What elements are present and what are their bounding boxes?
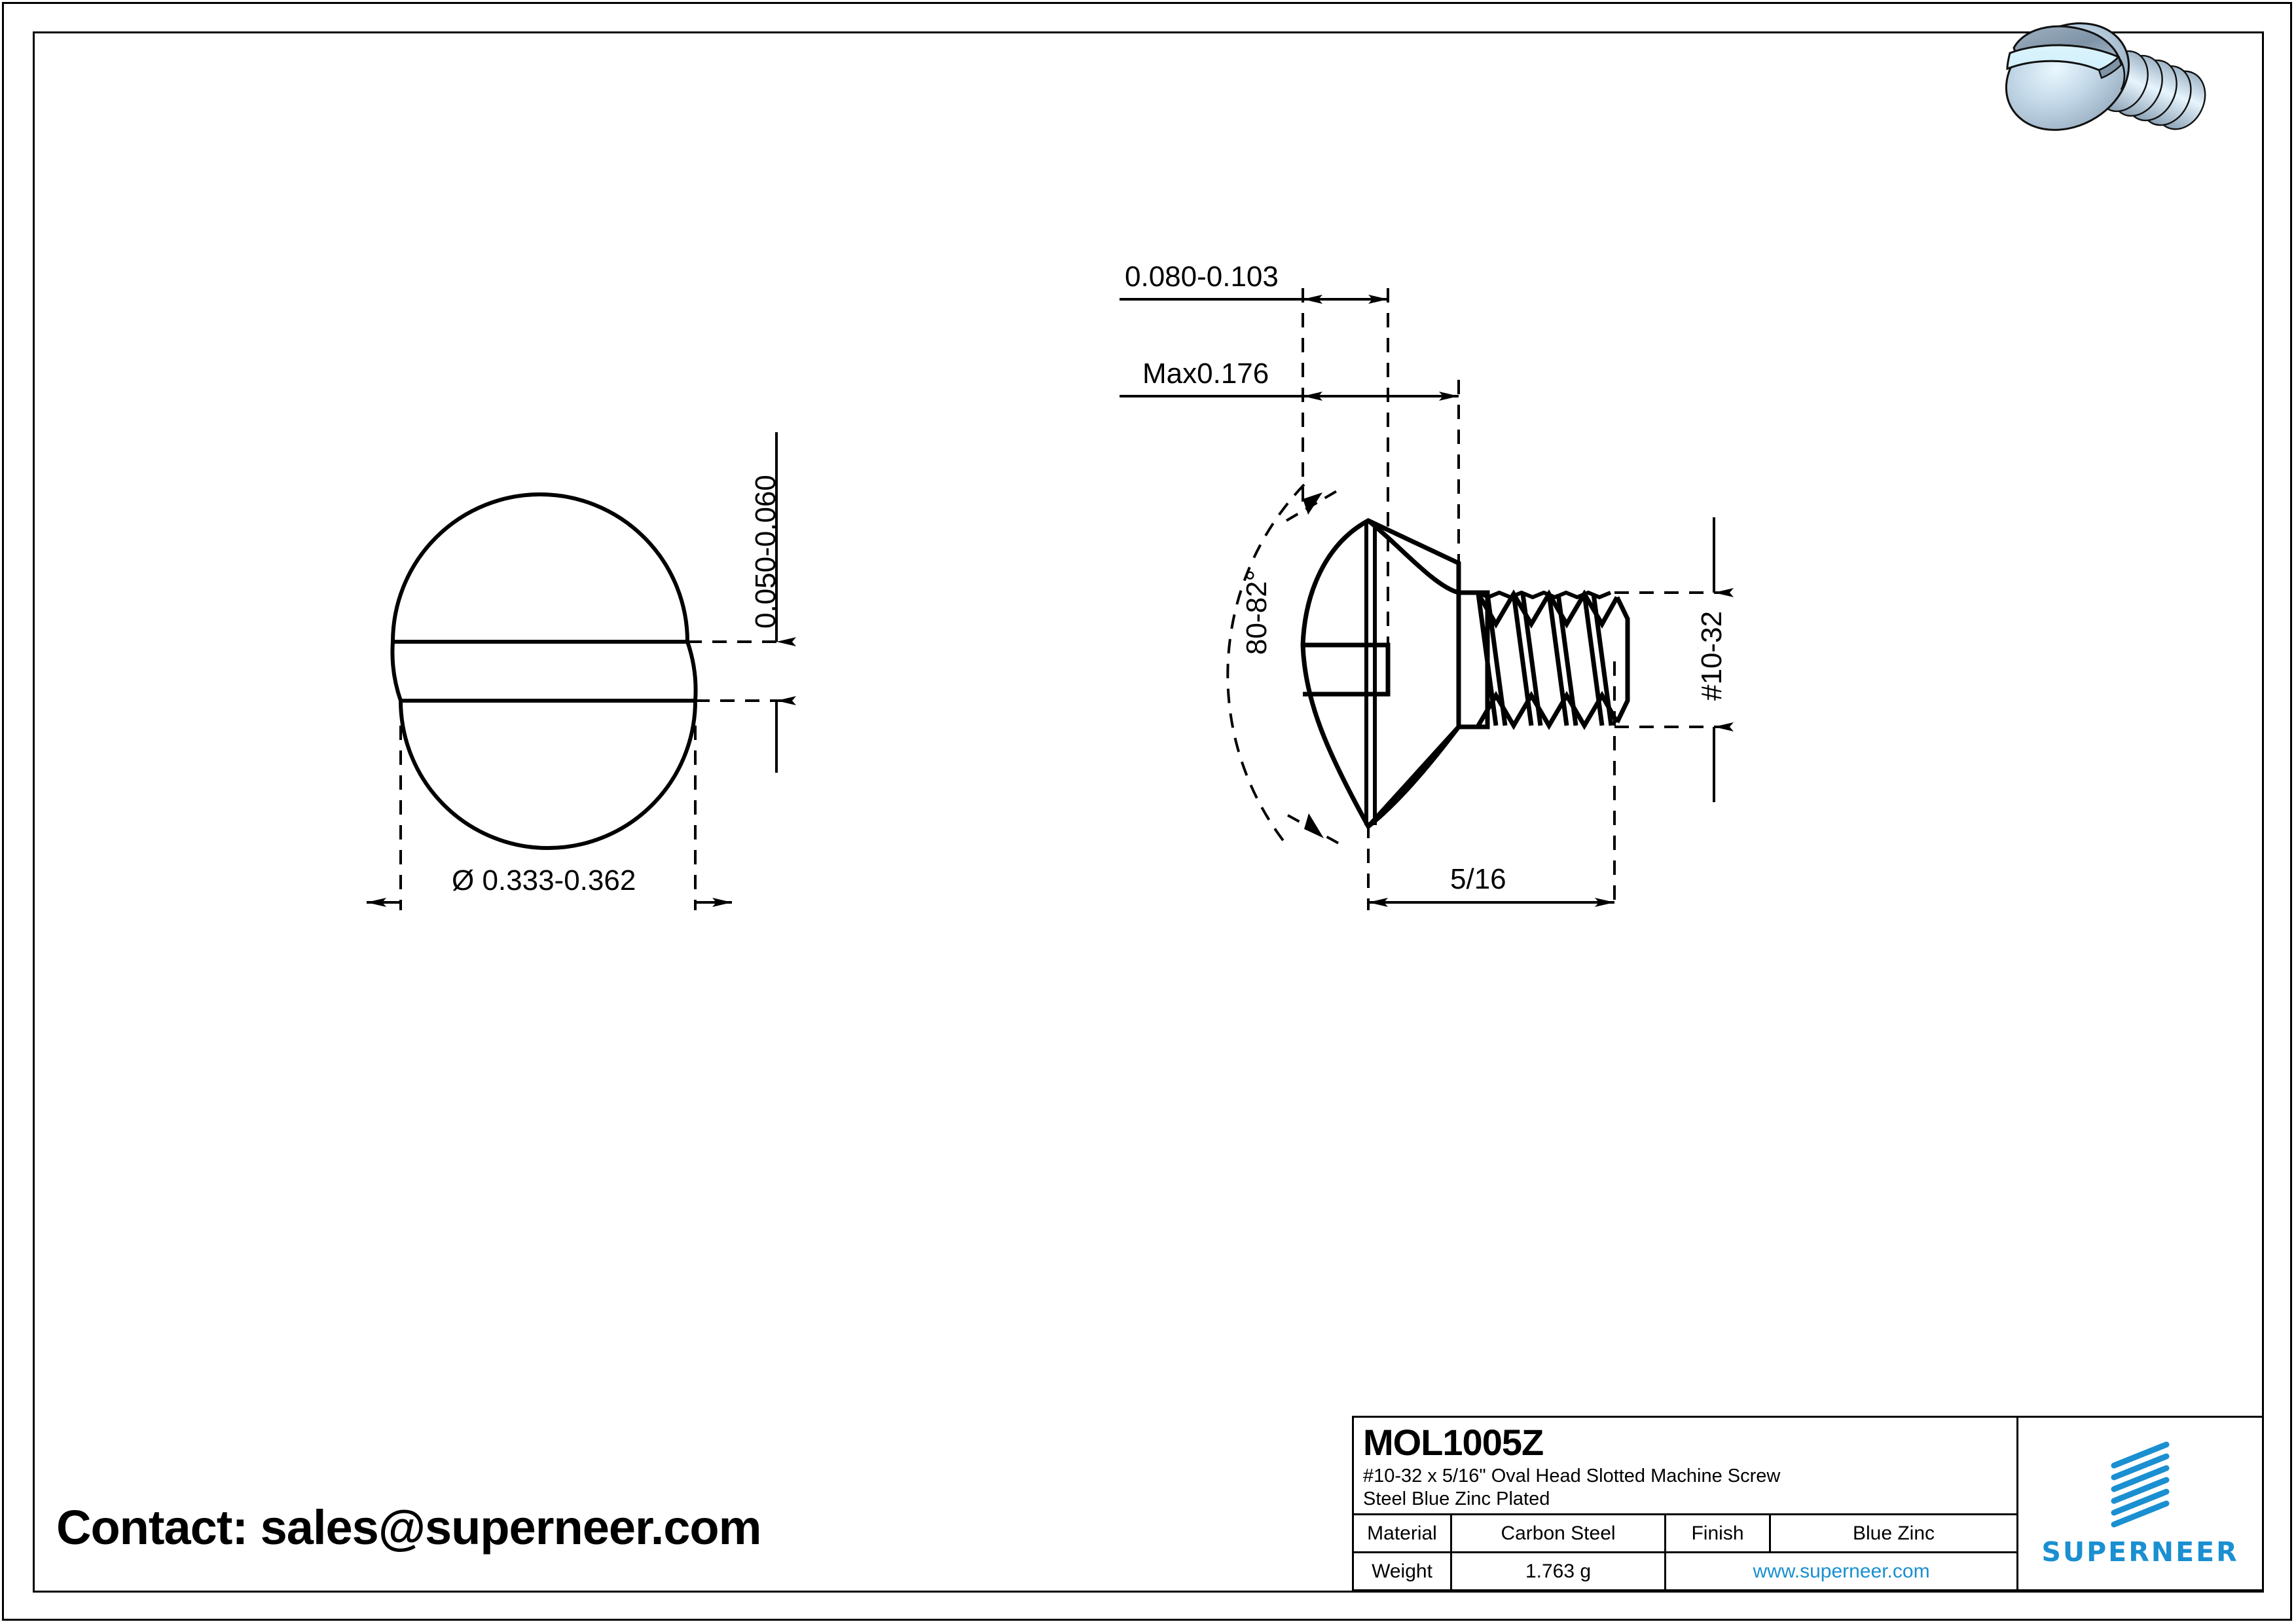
superneer-logo-icon <box>2111 1441 2170 1528</box>
thread-size-dimension <box>1614 517 1734 802</box>
title-block-info: MOL1005Z #10-32 x 5/16" Oval Head Slotte… <box>1354 1418 2018 1589</box>
title-block-row-material: Material Carbon Steel Finish Blue Zinc <box>1354 1515 2016 1554</box>
top-view-slot-width-dimension <box>687 432 796 773</box>
material-value: Carbon Steel <box>1452 1515 1666 1552</box>
dim-head-angle: 80-82° <box>1241 569 1273 655</box>
logo-wordmark: SUPERNEER <box>2041 1536 2239 1568</box>
top-view-diameter-dimension <box>367 701 732 910</box>
contact-email-text: Contact: sales@superneer.com <box>56 1500 761 1555</box>
finish-label: Finish <box>1666 1515 1771 1552</box>
company-logo: SUPERNEER <box>2018 1418 2262 1589</box>
material-label: Material <box>1354 1515 1452 1552</box>
drawing-frame-border <box>33 31 2264 1593</box>
dim-head-diameter: Ø 0.333-0.362 <box>452 864 636 896</box>
head-angle-dimension <box>1226 483 1340 846</box>
top-view-head-geometry <box>390 492 698 850</box>
weight-value: 1.763 g <box>1452 1553 1666 1589</box>
title-block-row-weight: Weight 1.763 g www.superneer.com <box>1354 1553 2016 1589</box>
part-number: MOL1005Z <box>1363 1422 1544 1463</box>
dim-thread-size: #10-32 <box>1696 610 1728 701</box>
screw-head-3d <box>2005 22 2130 131</box>
screw-3d-render <box>2005 22 2206 131</box>
dim-head-height: Max0.176 <box>1142 358 1269 390</box>
side-view-screw-geometry <box>1300 518 1630 830</box>
title-block: MOL1005Z #10-32 x 5/16" Oval Head Slotte… <box>1352 1416 2264 1591</box>
weight-label: Weight <box>1354 1553 1452 1589</box>
part-description: #10-32 x 5/16" Oval Head Slotted Machine… <box>1363 1466 1781 1509</box>
dim-slot-width: 0.050-0.060 <box>750 475 782 629</box>
dim-screw-length: 5/16 <box>1450 863 1506 895</box>
website-link[interactable]: www.superneer.com <box>1753 1560 1930 1582</box>
finish-value: Blue Zinc <box>1852 1522 1935 1544</box>
title-description-area: MOL1005Z #10-32 x 5/16" Oval Head Slotte… <box>1354 1418 2016 1516</box>
dim-slot-depth: 0.080-0.103 <box>1125 261 1279 293</box>
